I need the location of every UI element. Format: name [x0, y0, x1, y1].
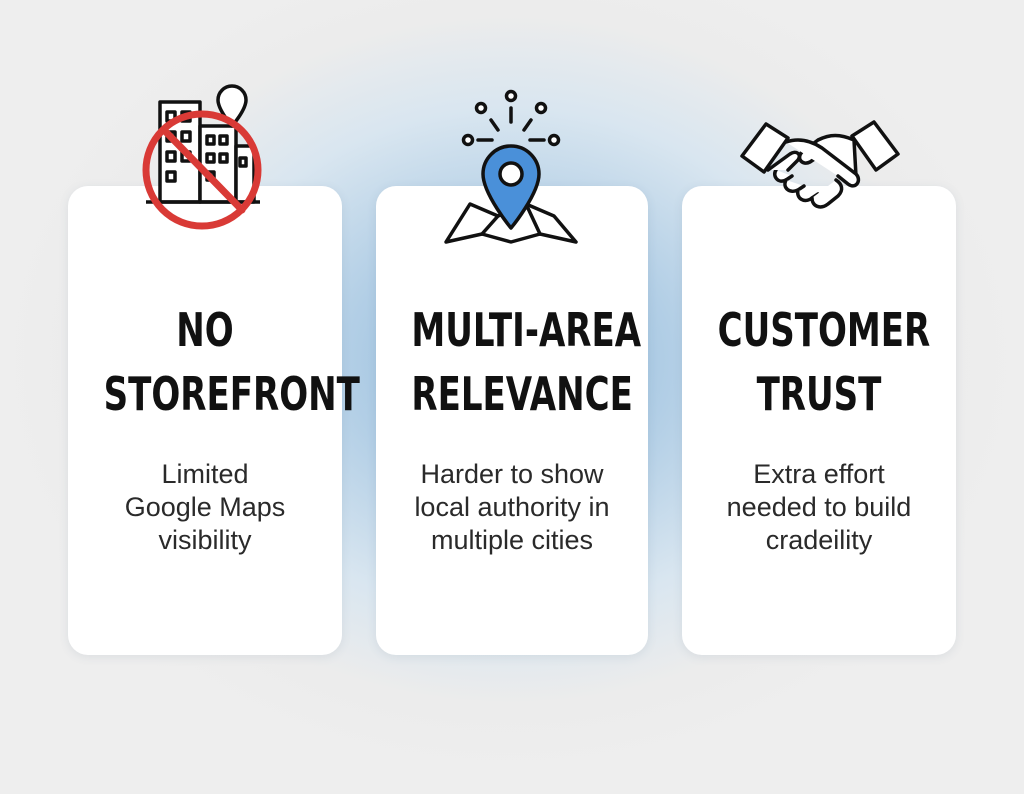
card-description-line: multiple cities [430, 525, 594, 555]
card-description-line: Google Maps [124, 492, 286, 522]
card-multi-area-relevance: MULTI-AREA RELEVANCE Harder to show loca… [376, 186, 648, 655]
map-location-pin-icon [444, 89, 578, 244]
card-description: Harder to show local authority in multip… [386, 458, 638, 557]
card-title: CUSTOMER TRUST [717, 298, 931, 426]
card-description-line: local authority in [414, 492, 610, 522]
card-description-line: cradeility [765, 525, 873, 555]
card-title-line: MULTI-AREA [411, 303, 642, 357]
card-description: Extra effort needed to build cradeility [692, 458, 946, 557]
card-no-storefront: NO STOREFRONT Limited Google Maps visibi… [68, 186, 360, 655]
card-description-line: needed to build [726, 492, 912, 522]
card-title: NO STOREFRONT [103, 298, 360, 426]
card-description-line: Harder to show [420, 459, 604, 489]
card-customer-trust: CUSTOMER TRUST Extra effort needed to bu… [682, 186, 956, 655]
card-title-line: STOREFRONT [103, 367, 360, 421]
card-description: Limited Google Maps visibility [78, 458, 332, 557]
card-title: MULTI-AREA RELEVANCE [411, 298, 642, 426]
handshake-icon [740, 120, 900, 209]
card-description-line: visibility [158, 525, 252, 555]
card-title-line: RELEVANCE [411, 367, 633, 421]
card-description-line: Limited [161, 459, 249, 489]
card-title-line: NO [176, 303, 234, 357]
card-description-line: Extra effort [753, 459, 885, 489]
no-storefront-icon [142, 84, 262, 230]
card-title-line: TRUST [756, 367, 882, 421]
card-title-line: CUSTOMER [717, 303, 931, 357]
